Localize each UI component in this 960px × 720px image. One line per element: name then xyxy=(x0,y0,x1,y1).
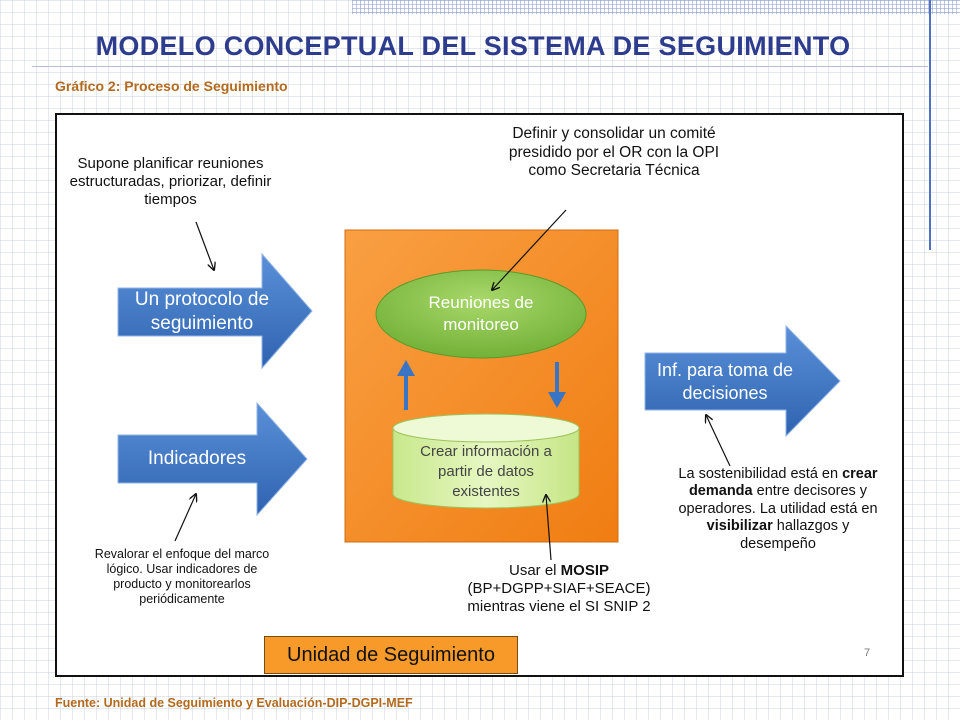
indicators-arrow-label: Indicadores xyxy=(147,448,247,470)
top-decorative-band xyxy=(352,0,960,14)
committee-note-pointer xyxy=(492,209,567,290)
page-number: 7 xyxy=(864,647,871,659)
indicators-note: Revalorar el enfoque del marco lógico. U… xyxy=(94,547,270,606)
protocol-note: Supone planificar reuniones estructurada… xyxy=(69,155,272,208)
indicators-arrow xyxy=(117,401,308,517)
side-decorative-line xyxy=(929,0,931,250)
chart-subtitle: Gráfico 2: Proceso de Seguimiento xyxy=(55,78,288,94)
decisions-arrow xyxy=(644,324,841,438)
sustainability-note-part1: La sostenibilidad está en xyxy=(678,466,843,482)
data-cylinder xyxy=(392,428,580,509)
mosip-note-emphasis: MOSIP xyxy=(560,562,610,579)
meetings-ellipse xyxy=(375,269,587,359)
committee-note: Definir y consolidar un comité presidido… xyxy=(508,125,720,180)
sustainability-note-part2: entre decisores y operadores. La utilida… xyxy=(678,483,878,517)
sustainability-note-part3: hallazgos y desempeño xyxy=(740,518,850,552)
down-arrow xyxy=(548,362,566,408)
mosip-note-prefix: Usar el xyxy=(508,562,561,579)
protocol-note-pointer xyxy=(195,221,214,270)
unit-label-box: Unidad de Seguimiento xyxy=(264,636,518,674)
slide-title: MODELO CONCEPTUAL DEL SISTEMA DE SEGUIMI… xyxy=(95,31,851,61)
sustain-note-pointer xyxy=(706,415,731,467)
decisions-arrow-label: Inf. para toma de decisiones xyxy=(656,360,794,403)
up-arrow xyxy=(397,360,415,410)
sustainability-note: La sostenibilidad está en crear demanda … xyxy=(672,466,884,553)
title-divider xyxy=(32,66,928,67)
data-cylinder-label: Crear información a partir de datos exis… xyxy=(420,442,552,501)
indicators-note-pointer xyxy=(174,494,196,542)
sustainability-note-emphasis1: crear demanda xyxy=(688,466,878,500)
meetings-ellipse-label: Reuniones de monitoreo xyxy=(428,292,534,334)
sustainability-note-emphasis2: visibilizar xyxy=(706,518,773,535)
protocol-arrow-label: Un protocolo de seguimiento xyxy=(134,289,270,334)
mosip-note-pointer xyxy=(546,495,552,561)
mosip-note: Usar el MOSIP (BP+DGPP+SIAF+SEACE) mient… xyxy=(446,562,672,616)
protocol-arrow xyxy=(117,252,313,370)
data-cylinder-top xyxy=(392,413,580,443)
mosip-note-rest: (BP+DGPP+SIAF+SEACE) mientras viene el S… xyxy=(467,580,651,615)
source-footnote: Fuente: Unidad de Seguimiento y Evaluaci… xyxy=(55,696,413,710)
